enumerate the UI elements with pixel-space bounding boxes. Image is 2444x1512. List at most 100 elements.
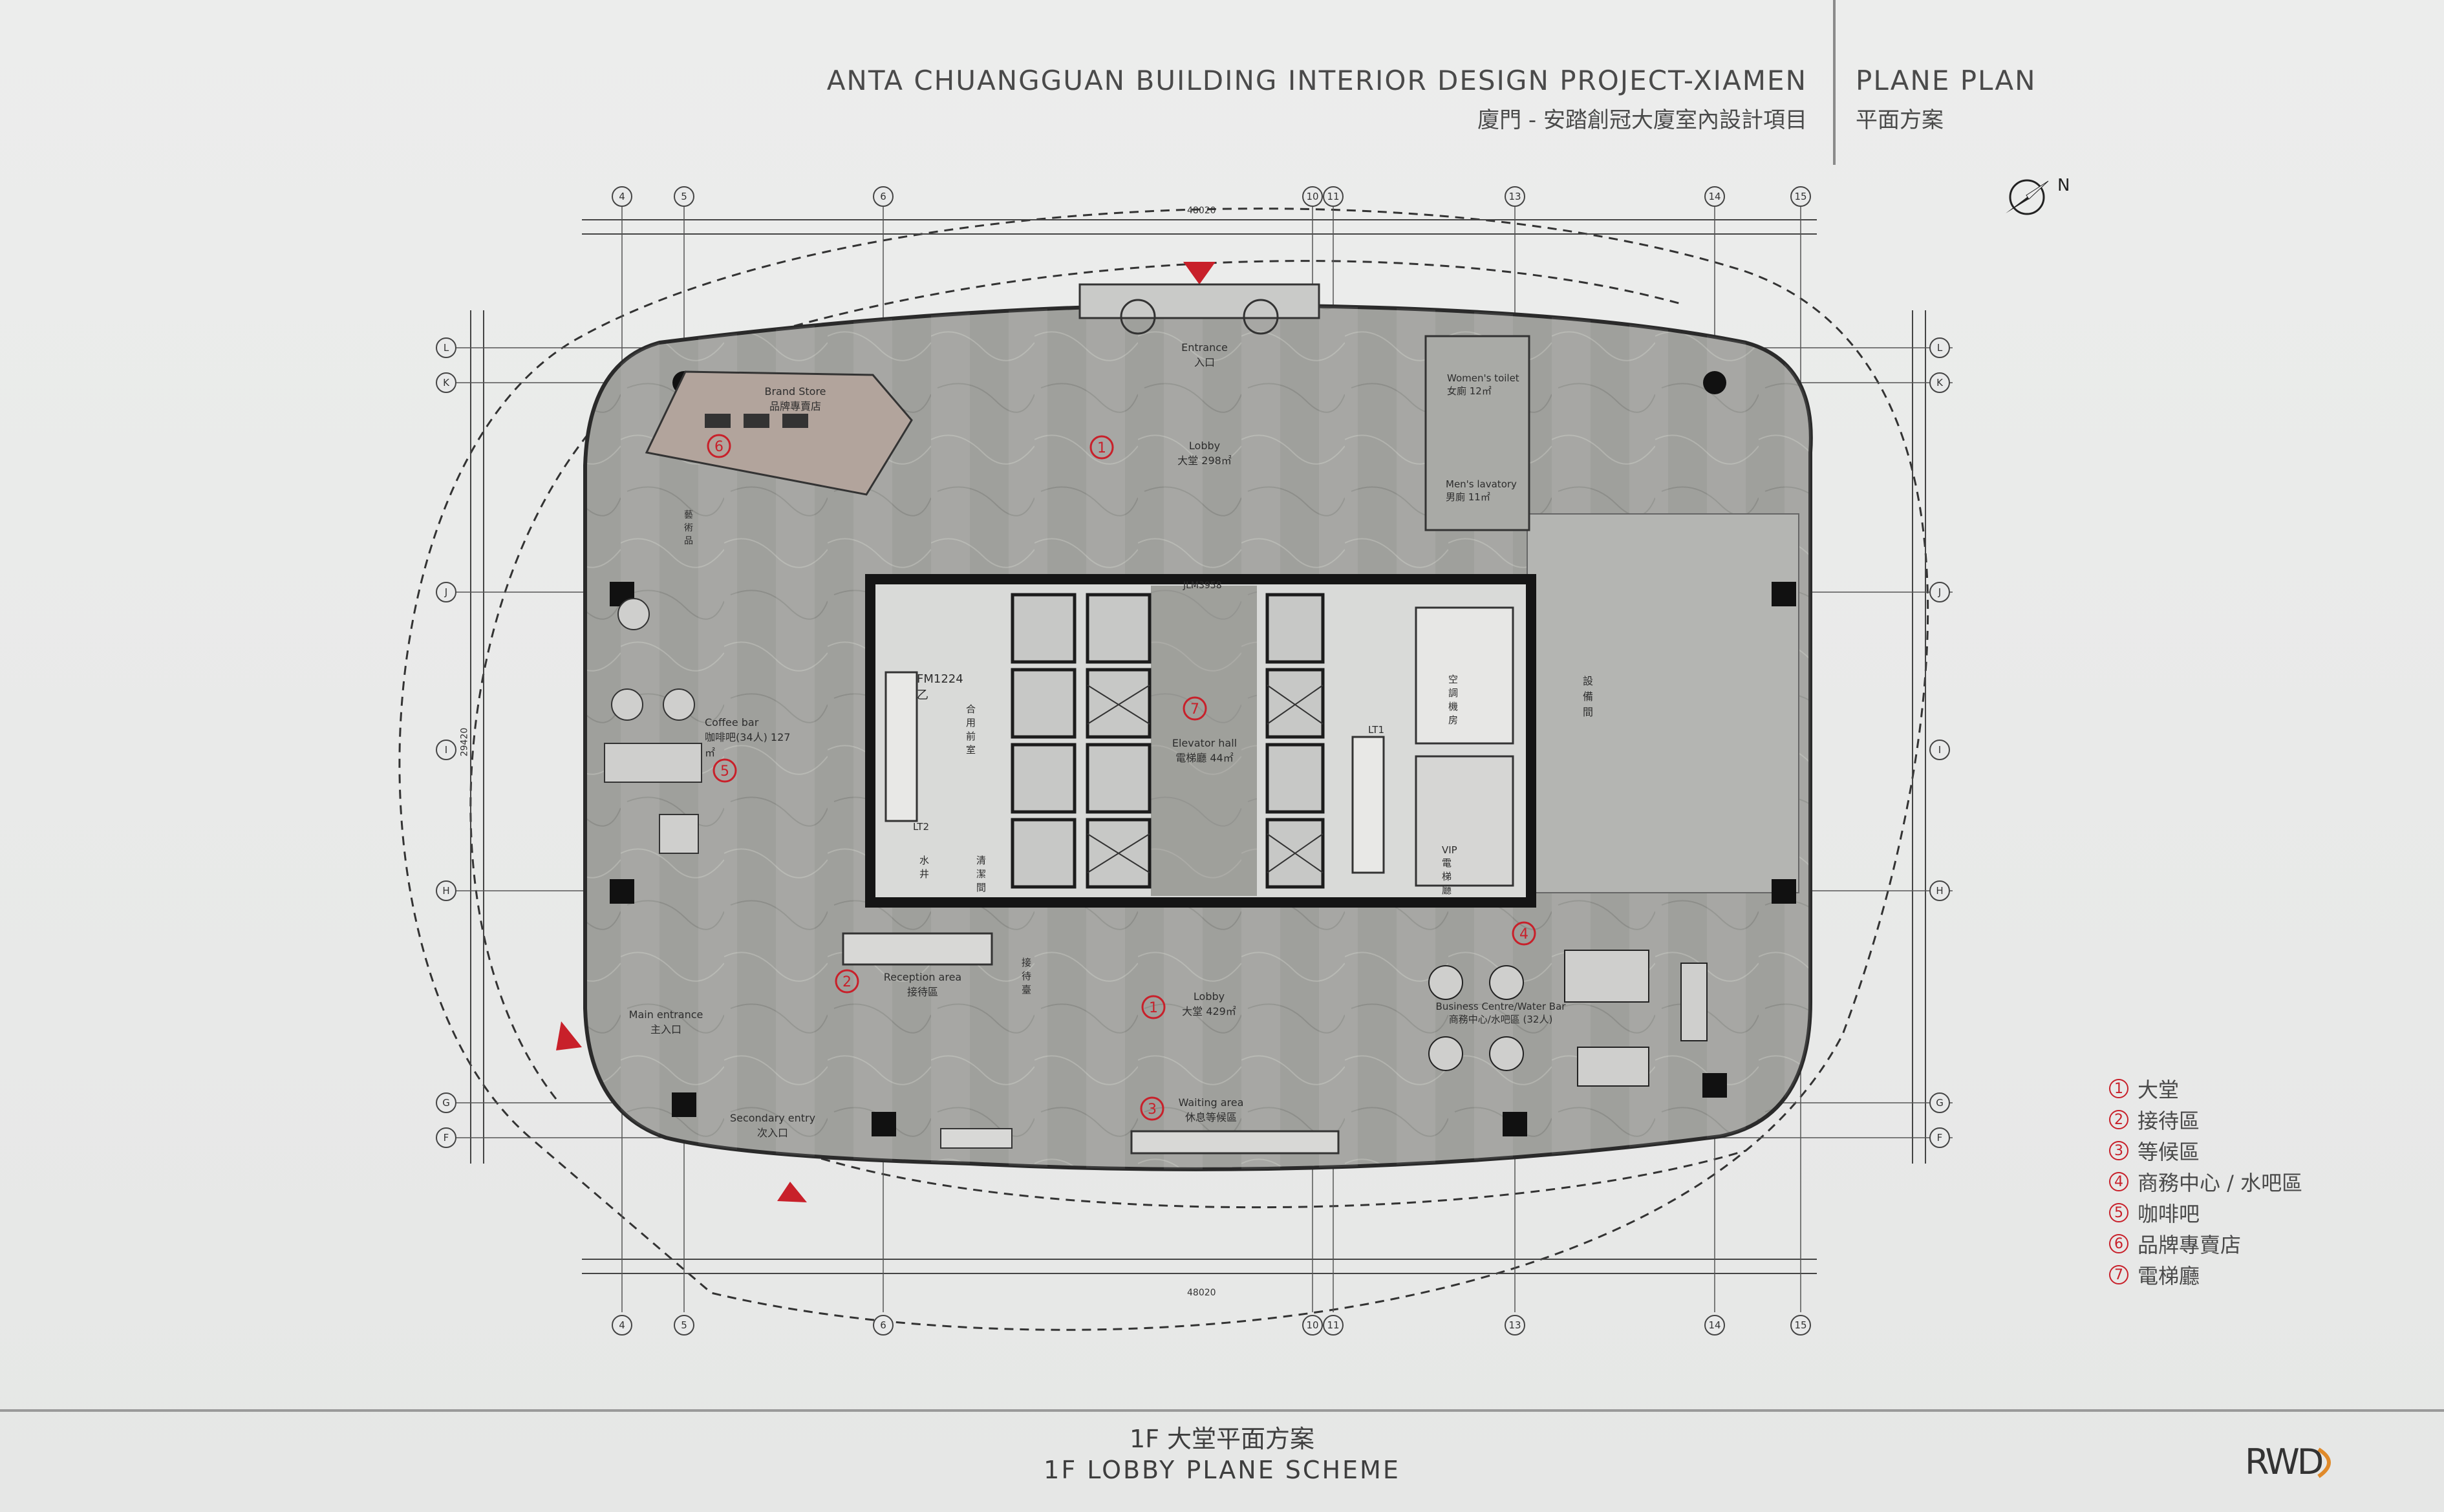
section-title-en: PLANE PLAN	[1856, 65, 2037, 96]
label-water-well: 水井	[919, 855, 930, 880]
grid-axis-bubble: I	[436, 740, 456, 760]
dim-overall-top: 48020	[1187, 206, 1216, 216]
footer-divider	[0, 1409, 2444, 1412]
legend-label: 接待區	[2138, 1109, 2200, 1133]
brand-store-area	[645, 370, 913, 496]
legend-label: 等候區	[2138, 1140, 2200, 1164]
grid-axis-bubble: I	[1929, 740, 1950, 760]
plan-marker-7: 7	[1190, 701, 1199, 718]
grid-axis-bubble: G	[436, 1092, 456, 1113]
label-cleaning-room: 清潔間	[976, 855, 987, 893]
svg-text:RWD: RWD	[2245, 1442, 2322, 1482]
legend-item: 1 大堂	[2109, 1073, 2302, 1104]
grid-axis-bubble: J	[436, 582, 456, 602]
section-title-cn: 平面方案	[1856, 107, 1944, 133]
grid-axis-bubble: H	[1929, 880, 1950, 901]
grid-axis-bubble: 13	[1505, 1315, 1525, 1336]
grid-axis-bubble: J	[1929, 582, 1950, 602]
label-equipment-room: 設備間	[1583, 675, 1594, 718]
legend-item: 5 咖啡吧	[2109, 1197, 2302, 1228]
grid-axis-bubble: 4	[612, 1315, 632, 1336]
rwd-logo: RWD	[2245, 1442, 2331, 1482]
grid-axis-bubble: 5	[674, 186, 694, 207]
legend-number: 2	[2109, 1110, 2128, 1129]
main-entrance-doors	[1078, 283, 1320, 335]
label-lt2: LT2	[913, 821, 929, 833]
grid-axis-bubble: 4	[612, 186, 632, 207]
legend-item: 2 接待區	[2109, 1104, 2302, 1135]
grid-axis-bubble: L	[1929, 337, 1950, 358]
legend-number: 7	[2109, 1265, 2128, 1284]
project-title-cn: 廈門 - 安踏創冠大廈室內設計項目	[1477, 107, 1807, 133]
grid-axis-bubble: 13	[1505, 186, 1525, 207]
plan-marker-4: 4	[1519, 926, 1528, 942]
grid-axis-bubble: 14	[1704, 1315, 1725, 1336]
legend-label: 咖啡吧	[2138, 1202, 2200, 1226]
north-arrow-icon: N	[2006, 176, 2070, 215]
building-core	[865, 574, 1536, 908]
grid-axis-bubble: 15	[1790, 186, 1811, 207]
label-lt1: LT1	[1368, 724, 1384, 736]
legend-label: 商務中心 / 水吧區	[2138, 1171, 2303, 1195]
grid-axis-bubble: K	[436, 372, 456, 393]
grid-axis-bubble: 14	[1704, 186, 1725, 207]
grid-axis-bubble: 6	[873, 186, 894, 207]
plan-marker-3: 3	[1148, 1102, 1157, 1118]
label-reception-desk: 接待臺	[1022, 957, 1032, 996]
legend-number: 5	[2109, 1203, 2128, 1222]
grid-axis-bubble: 15	[1790, 1315, 1811, 1336]
label-artwork: 藝術品	[684, 510, 693, 546]
legend-label: 大堂	[2138, 1078, 2180, 1102]
grid-axis-bubble: F	[436, 1127, 456, 1148]
reception-desk	[842, 932, 993, 966]
legend-number: 1	[2109, 1079, 2128, 1098]
label-fm1: FM1224乙	[917, 672, 963, 702]
legend-number: 4	[2109, 1172, 2128, 1191]
project-title-en: ANTA CHUANGGUAN BUILDING INTERIOR DESIGN…	[826, 65, 1807, 96]
grid-axis-bubble: F	[1929, 1127, 1950, 1148]
grid-axis-bubble: H	[436, 880, 456, 901]
legend-number: 6	[2109, 1234, 2128, 1253]
entrance-arrows	[556, 262, 1216, 1202]
plan-marker-5: 5	[720, 763, 729, 780]
legend-label: 電梯廳	[2138, 1264, 2200, 1288]
legend-item: 7 電梯廳	[2109, 1259, 2302, 1290]
footer-title-cn: 1F 大堂平面方案	[1129, 1425, 1315, 1453]
site-dashed-paths	[398, 208, 1929, 1331]
grid-axis-bubble: 11	[1323, 186, 1344, 207]
grid-axis-bubble: L	[436, 337, 456, 358]
legend-label: 品牌專賣店	[2138, 1233, 2242, 1257]
svg-text:N: N	[2057, 176, 2070, 195]
coffee-bar-furniture	[604, 598, 702, 854]
legend-item: 4 商務中心 / 水吧區	[2109, 1166, 2302, 1197]
grid-axis-bubble: 11	[1323, 1315, 1344, 1336]
equipment-room-area	[1527, 513, 1799, 893]
label-jlm: JLM3958	[1183, 580, 1222, 591]
plan-marker-1b: 1	[1149, 1000, 1158, 1016]
waiting-bench	[1130, 1130, 1340, 1155]
business-centre-furniture	[1428, 950, 1708, 1087]
label-vip-elevator: VIP電梯廳	[1442, 844, 1457, 896]
label-shared-front-room: 合用前室	[966, 703, 976, 756]
plan-marker-2: 2	[842, 974, 852, 990]
grid-axis-bubble: 10	[1302, 1315, 1323, 1336]
grid-axis-bubble: 10	[1302, 186, 1323, 207]
dimension-lines	[470, 219, 1926, 1274]
toilet-block	[1424, 335, 1530, 531]
footer-title-en: 1F LOBBY PLANE SCHEME	[1044, 1456, 1400, 1484]
grid-axis-bubble: 5	[674, 1315, 694, 1336]
dim-overall-bottom: 48020	[1187, 1288, 1216, 1298]
